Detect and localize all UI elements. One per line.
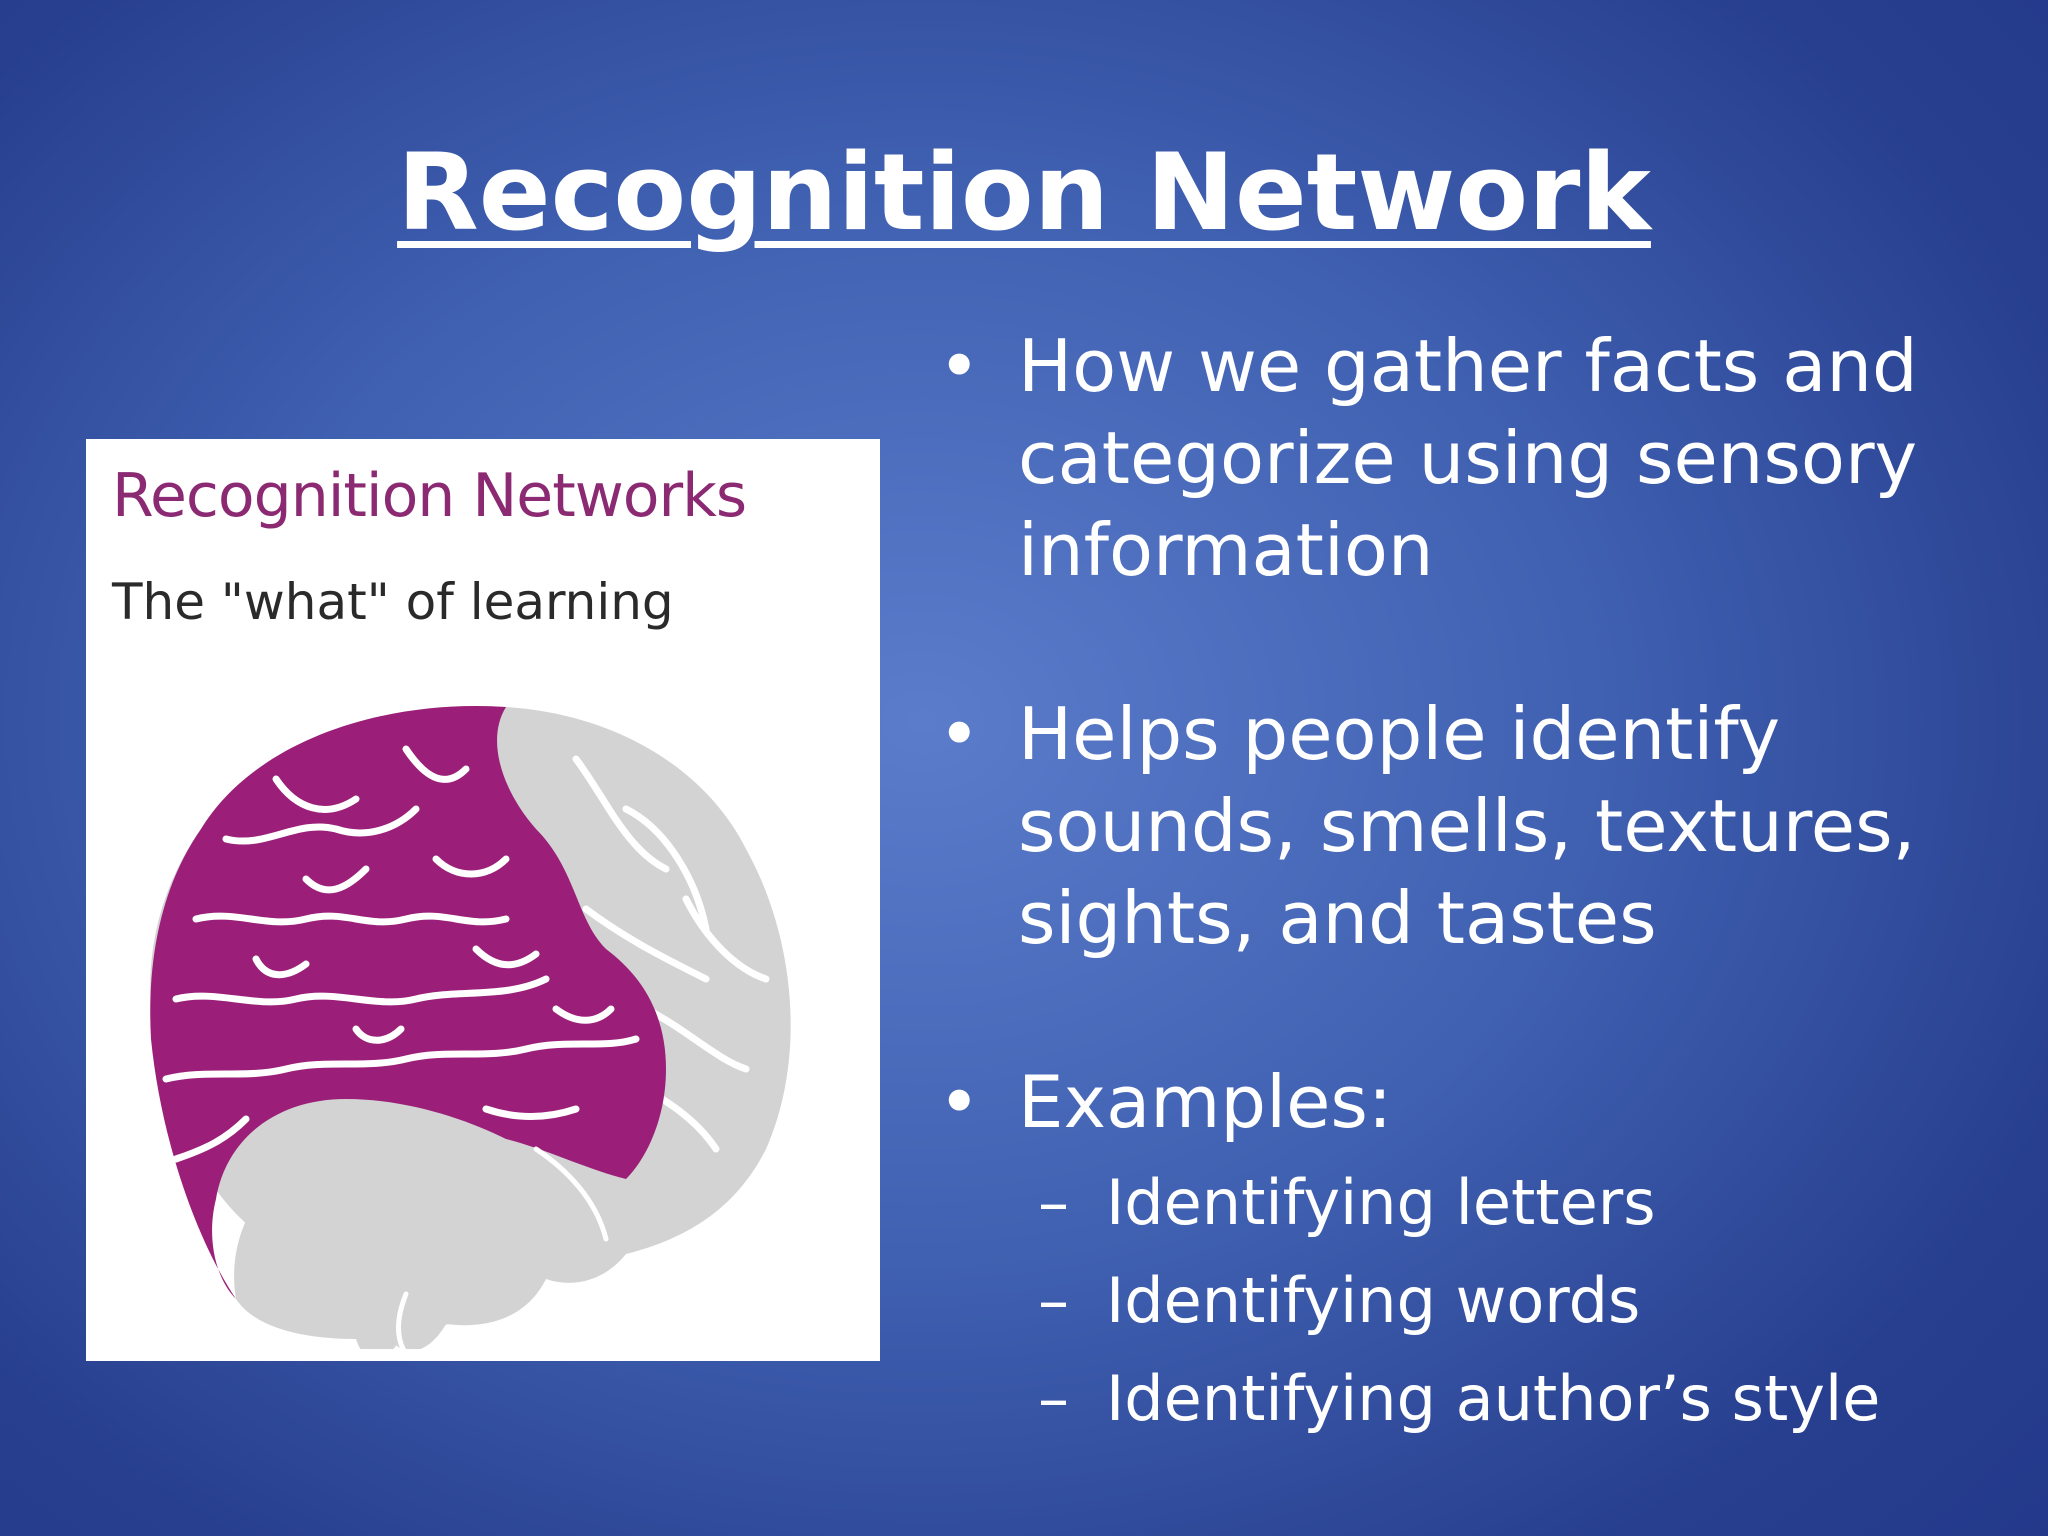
sub-bullet-marker: – — [1038, 1264, 1069, 1337]
sub-bullet-text: Identifying author’s style — [1106, 1362, 1881, 1435]
slide-title: Recognition Network — [397, 131, 1651, 254]
brain-illustration — [150, 706, 791, 1349]
figure-subtitle: The "what" of learning — [112, 573, 674, 631]
sub-bullet-marker: – — [1038, 1362, 1069, 1435]
sub-bullet-text: Identifying words — [1106, 1264, 1641, 1337]
bullet-line: sounds, smells, textures, — [1018, 784, 1916, 868]
bullet-marker: • — [938, 324, 981, 408]
sub-bullet-list: – Identifying letters – Identifying word… — [938, 1154, 2018, 1448]
bullet-list: • How we gather facts and categorize usi… — [938, 320, 2018, 1448]
sub-bullet-marker: – — [1038, 1166, 1069, 1239]
bullet-line: categorize using sensory — [1018, 416, 1918, 500]
bullet-item: • Examples: — [938, 1056, 2018, 1148]
bullet-line: Examples: — [1018, 1060, 1393, 1144]
bullet-marker: • — [938, 1060, 981, 1144]
bullet-line: sights, and tastes — [1018, 876, 1657, 960]
sub-bullet-item: – Identifying words — [938, 1252, 2018, 1350]
sub-bullet-item: – Identifying author’s style — [938, 1350, 2018, 1448]
bullet-marker: • — [938, 692, 981, 776]
sub-bullet-item: – Identifying letters — [938, 1154, 2018, 1252]
bullet-item: • Helps people identify sounds, smells, … — [938, 688, 2018, 964]
bullet-line: Helps people identify — [1018, 692, 1781, 776]
recognition-network-figure: Recognition Networks The "what" of learn… — [86, 439, 880, 1361]
bullet-line: How we gather facts and — [1018, 324, 1918, 408]
bullet-line: information — [1018, 508, 1434, 592]
figure-title: Recognition Networks — [112, 461, 747, 531]
bullet-item: • How we gather facts and categorize usi… — [938, 320, 2018, 596]
sub-bullet-text: Identifying letters — [1106, 1166, 1656, 1239]
brain-cerebellum — [234, 1130, 578, 1349]
